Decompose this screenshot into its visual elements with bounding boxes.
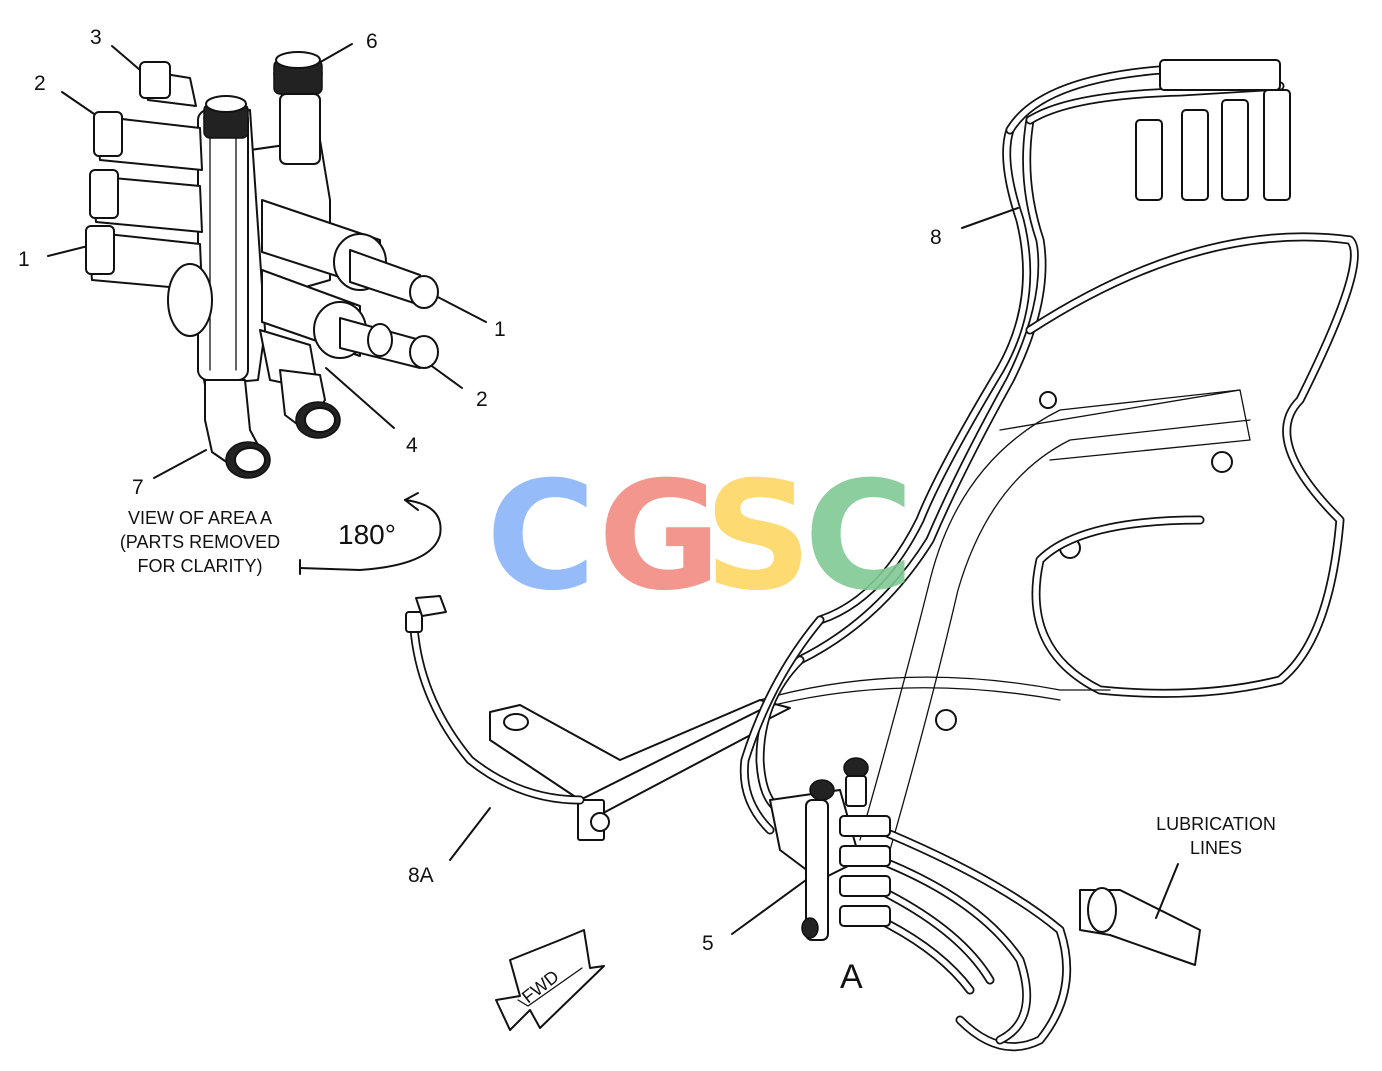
callout-1-right: 1 bbox=[494, 318, 506, 341]
callout-8: 8 bbox=[930, 226, 942, 249]
lubrication-note-line-2: LINES bbox=[1190, 838, 1242, 858]
view-note-line-3: FOR CLARITY) bbox=[137, 556, 262, 576]
callout-6: 6 bbox=[366, 30, 378, 53]
watermark-letter-s: S bbox=[704, 450, 812, 624]
callout-5: 5 bbox=[702, 932, 714, 955]
callout-1-left: 1 bbox=[18, 248, 30, 271]
callout-3: 3 bbox=[90, 26, 102, 49]
view-note-line-1: VIEW OF AREA A bbox=[128, 508, 272, 528]
manifold-assembly-5 bbox=[731, 757, 891, 941]
watermark: C G S C bbox=[486, 450, 914, 624]
callout-8a: 8A bbox=[408, 864, 434, 887]
watermark-letter-c2: C bbox=[804, 450, 914, 624]
view-note-line-2: (PARTS REMOVED bbox=[120, 532, 280, 552]
rotation-arrow-icon bbox=[299, 492, 442, 575]
callout-4: 4 bbox=[406, 434, 418, 457]
callout-7: 7 bbox=[132, 476, 144, 499]
watermark-letter-c1: C bbox=[486, 450, 596, 624]
watermark-letter-g: G bbox=[598, 450, 721, 624]
rotation-label: 180° bbox=[338, 519, 396, 550]
lubrication-line-assembly bbox=[405, 59, 1359, 1052]
area-label: A bbox=[840, 958, 863, 996]
callout-2-top: 2 bbox=[34, 72, 46, 95]
manifold-detail-view bbox=[47, 43, 487, 479]
forward-arrow-icon bbox=[495, 929, 605, 1031]
lubrication-note-line-1: LUBRICATION bbox=[1156, 814, 1276, 834]
callout-2-right: 2 bbox=[476, 388, 488, 411]
